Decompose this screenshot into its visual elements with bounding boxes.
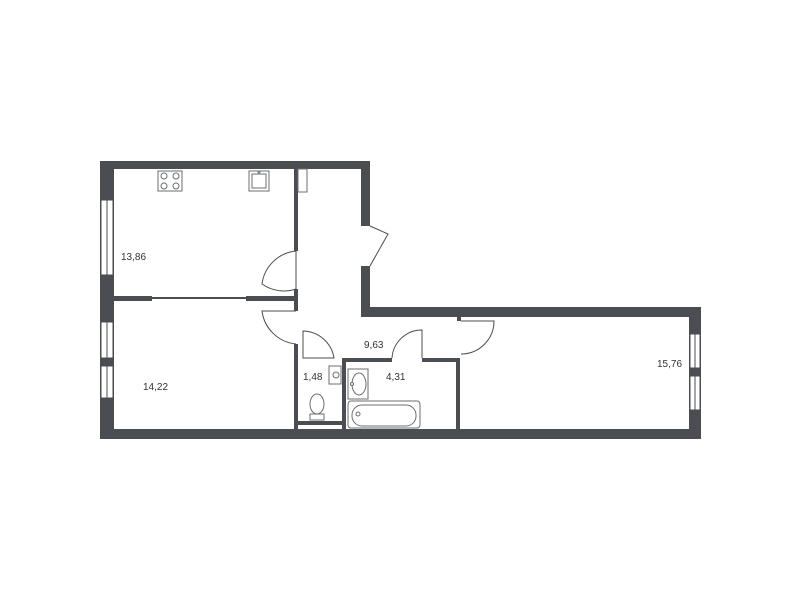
windows (100, 199, 701, 411)
interior-walls (114, 169, 461, 429)
room-area-hallway: 9,63 (364, 340, 384, 351)
room-area-bathroom: 4,31 (386, 372, 406, 383)
doors (261, 225, 495, 359)
bathtub-icon (347, 400, 421, 429)
bathroom-sink-icon (347, 368, 369, 400)
toilet-icon (309, 393, 325, 421)
room-labels: 13,86 14,22 9,63 1,48 4,31 15,76 (121, 252, 682, 393)
kitchen-sink-icon (248, 170, 270, 192)
fixtures (157, 168, 421, 429)
outer-walls (100, 161, 701, 439)
washbasin-icon (328, 365, 342, 385)
room-area-bedroom: 14,22 (143, 382, 168, 393)
room-area-kitchen: 13,86 (121, 252, 146, 263)
stove-icon (157, 170, 183, 192)
room-area-toilet: 1,48 (303, 372, 323, 383)
room-area-living-room: 15,76 (657, 359, 682, 370)
cabinet-icon (297, 168, 308, 193)
